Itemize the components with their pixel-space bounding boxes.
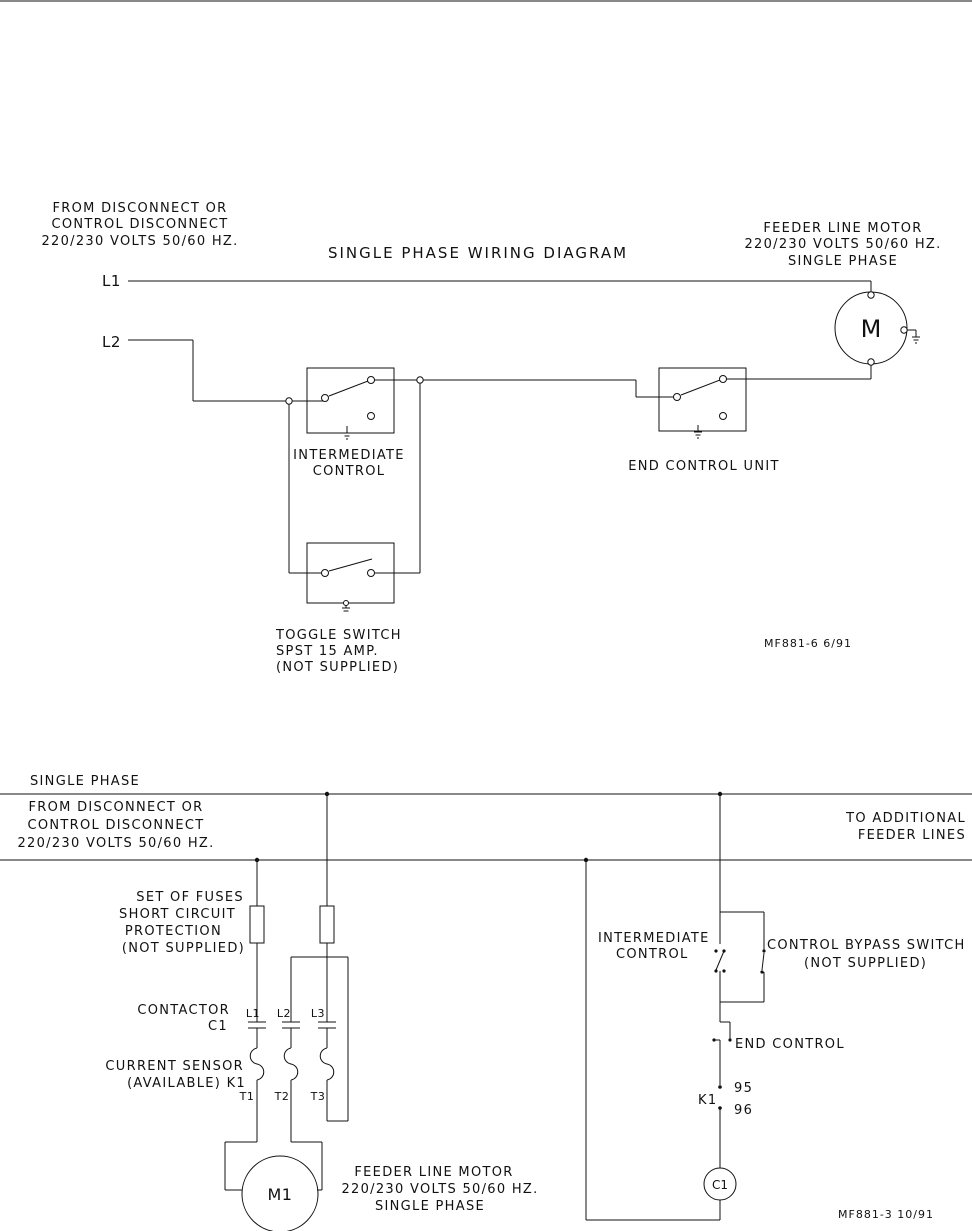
bottom-motor-m1 — [241, 1155, 319, 1231]
junction-left — [285, 397, 293, 405]
intermediate-switch-blade — [328, 380, 369, 397]
relay-contact-96: 96 — [734, 1103, 753, 1118]
relay-contact-95: 95 — [734, 1081, 753, 1096]
top-motor-label-line2: 220/230 VOLTS 50/60 HZ. — [744, 237, 941, 252]
motor-terminal-top — [867, 291, 875, 299]
fuses-label-line2: SHORT CIRCUIT — [119, 907, 236, 922]
bottom-source-label-line3: 220/230 VOLTS 50/60 HZ. — [17, 836, 214, 851]
terminal-t3: T3 — [310, 1090, 326, 1103]
additional-lines-label-line2: FEEDER LINES — [858, 828, 966, 843]
end-control-unit-label: END CONTROL UNIT — [628, 459, 780, 474]
top-source-label-line3: 220/230 VOLTS 50/60 HZ. — [41, 234, 238, 249]
fuses-label-line1: SET OF FUSES — [136, 890, 244, 905]
bottom-motor-label-line1: FEEDER LINE MOTOR — [354, 1165, 513, 1180]
bottom-motor-label-line3: SINGLE PHASE — [375, 1199, 485, 1214]
terminal-l1: L1 — [246, 1007, 260, 1020]
junction-right — [416, 376, 424, 384]
contactor-label-line2: C1 — [208, 1019, 228, 1034]
motor-terminal-bottom — [867, 358, 875, 366]
ladder-intermediate-label-line2: CONTROL — [616, 947, 689, 962]
top-motor-label-line1: FEEDER LINE MOTOR — [763, 221, 922, 236]
intermediate-control-contact — [714, 949, 726, 973]
sensor-label-line1: CURRENT SENSOR — [105, 1059, 244, 1074]
ladder-intermediate-label-line1: INTERMEDIATE — [598, 931, 710, 946]
motor-ground-terminal — [900, 326, 908, 334]
line-l1-label: L1 — [102, 272, 121, 290]
top-motor-label-line3: SINGLE PHASE — [788, 254, 898, 269]
additional-lines-label-line1: TO ADDITIONAL — [845, 811, 966, 826]
top-source-label-line1: FROM DISCONNECT OR — [53, 201, 228, 216]
current-sensor-coils — [249, 1047, 335, 1081]
end-control-ground-icon — [694, 425, 702, 439]
bottom-source-label-line2: CONTROL DISCONNECT — [27, 818, 204, 833]
toggle-label-line2: SPST 15 AMP. — [276, 644, 379, 659]
bottom-ladder-diagram: SINGLE PHASE FROM DISCONNECT OR CONTROL … — [0, 774, 972, 1231]
terminal-t2: T2 — [274, 1090, 290, 1103]
contactor-contacts — [248, 1021, 336, 1029]
end-control-label: END CONTROL — [735, 1037, 845, 1052]
relay-k1-label: K1 — [698, 1093, 717, 1108]
terminal-l3: L3 — [311, 1007, 325, 1020]
top-drawing-code: MF881-6 6/91 — [764, 637, 852, 650]
sensor-label-line2: (AVAILABLE) K1 — [127, 1076, 246, 1091]
top-wiring-diagram: FROM DISCONNECT OR CONTROL DISCONNECT 22… — [41, 201, 941, 675]
coil-c1-label: C1 — [712, 1178, 728, 1192]
bottom-source-label-line1: FROM DISCONNECT OR — [29, 800, 204, 815]
fuse-1 — [249, 905, 265, 944]
control-bypass-switch — [760, 949, 766, 974]
fuses-label-line4: (NOT SUPPLIED) — [122, 941, 245, 956]
bottom-drawing-code: MF881-3 10/91 — [838, 1208, 934, 1221]
toggle-switch-box — [306, 542, 395, 604]
intermediate-label-line1: INTERMEDIATE — [293, 448, 405, 463]
fuse-2 — [319, 905, 335, 944]
top-motor-symbol: M — [861, 315, 882, 343]
bottom-motor-symbol: M1 — [268, 1185, 293, 1204]
bottom-motor-label-line2: 220/230 VOLTS 50/60 HZ. — [341, 1182, 538, 1197]
terminal-l2: L2 — [277, 1007, 291, 1020]
end-control-unit-box — [658, 367, 747, 432]
single-phase-label: SINGLE PHASE — [30, 774, 140, 789]
toggle-ground-icon — [342, 600, 350, 612]
end-control-switch-blade — [680, 379, 721, 396]
line-l2-label: L2 — [102, 333, 121, 351]
diagram-title: SINGLE PHASE WIRING DIAGRAM — [328, 244, 628, 262]
bypass-label-line2: (NOT SUPPLIED) — [804, 956, 927, 971]
contactor-coil-c1 — [703, 1167, 737, 1201]
intermediate-ground-icon — [343, 426, 351, 440]
contactor-label-line1: CONTACTOR — [137, 1003, 230, 1018]
toggle-switch-blade — [328, 558, 373, 572]
toggle-label-line1: TOGGLE SWITCH — [275, 628, 402, 643]
top-source-label-line2: CONTROL DISCONNECT — [51, 217, 228, 232]
fuses-label-line3: PROTECTION — [125, 924, 222, 939]
intermediate-label-line2: CONTROL — [313, 464, 386, 479]
bypass-label-line1: CONTROL BYPASS SWITCH — [767, 938, 966, 953]
terminal-t1: T1 — [239, 1090, 255, 1103]
toggle-label-line3: (NOT SUPPLIED) — [276, 660, 399, 675]
end-control-contact — [712, 1021, 732, 1042]
